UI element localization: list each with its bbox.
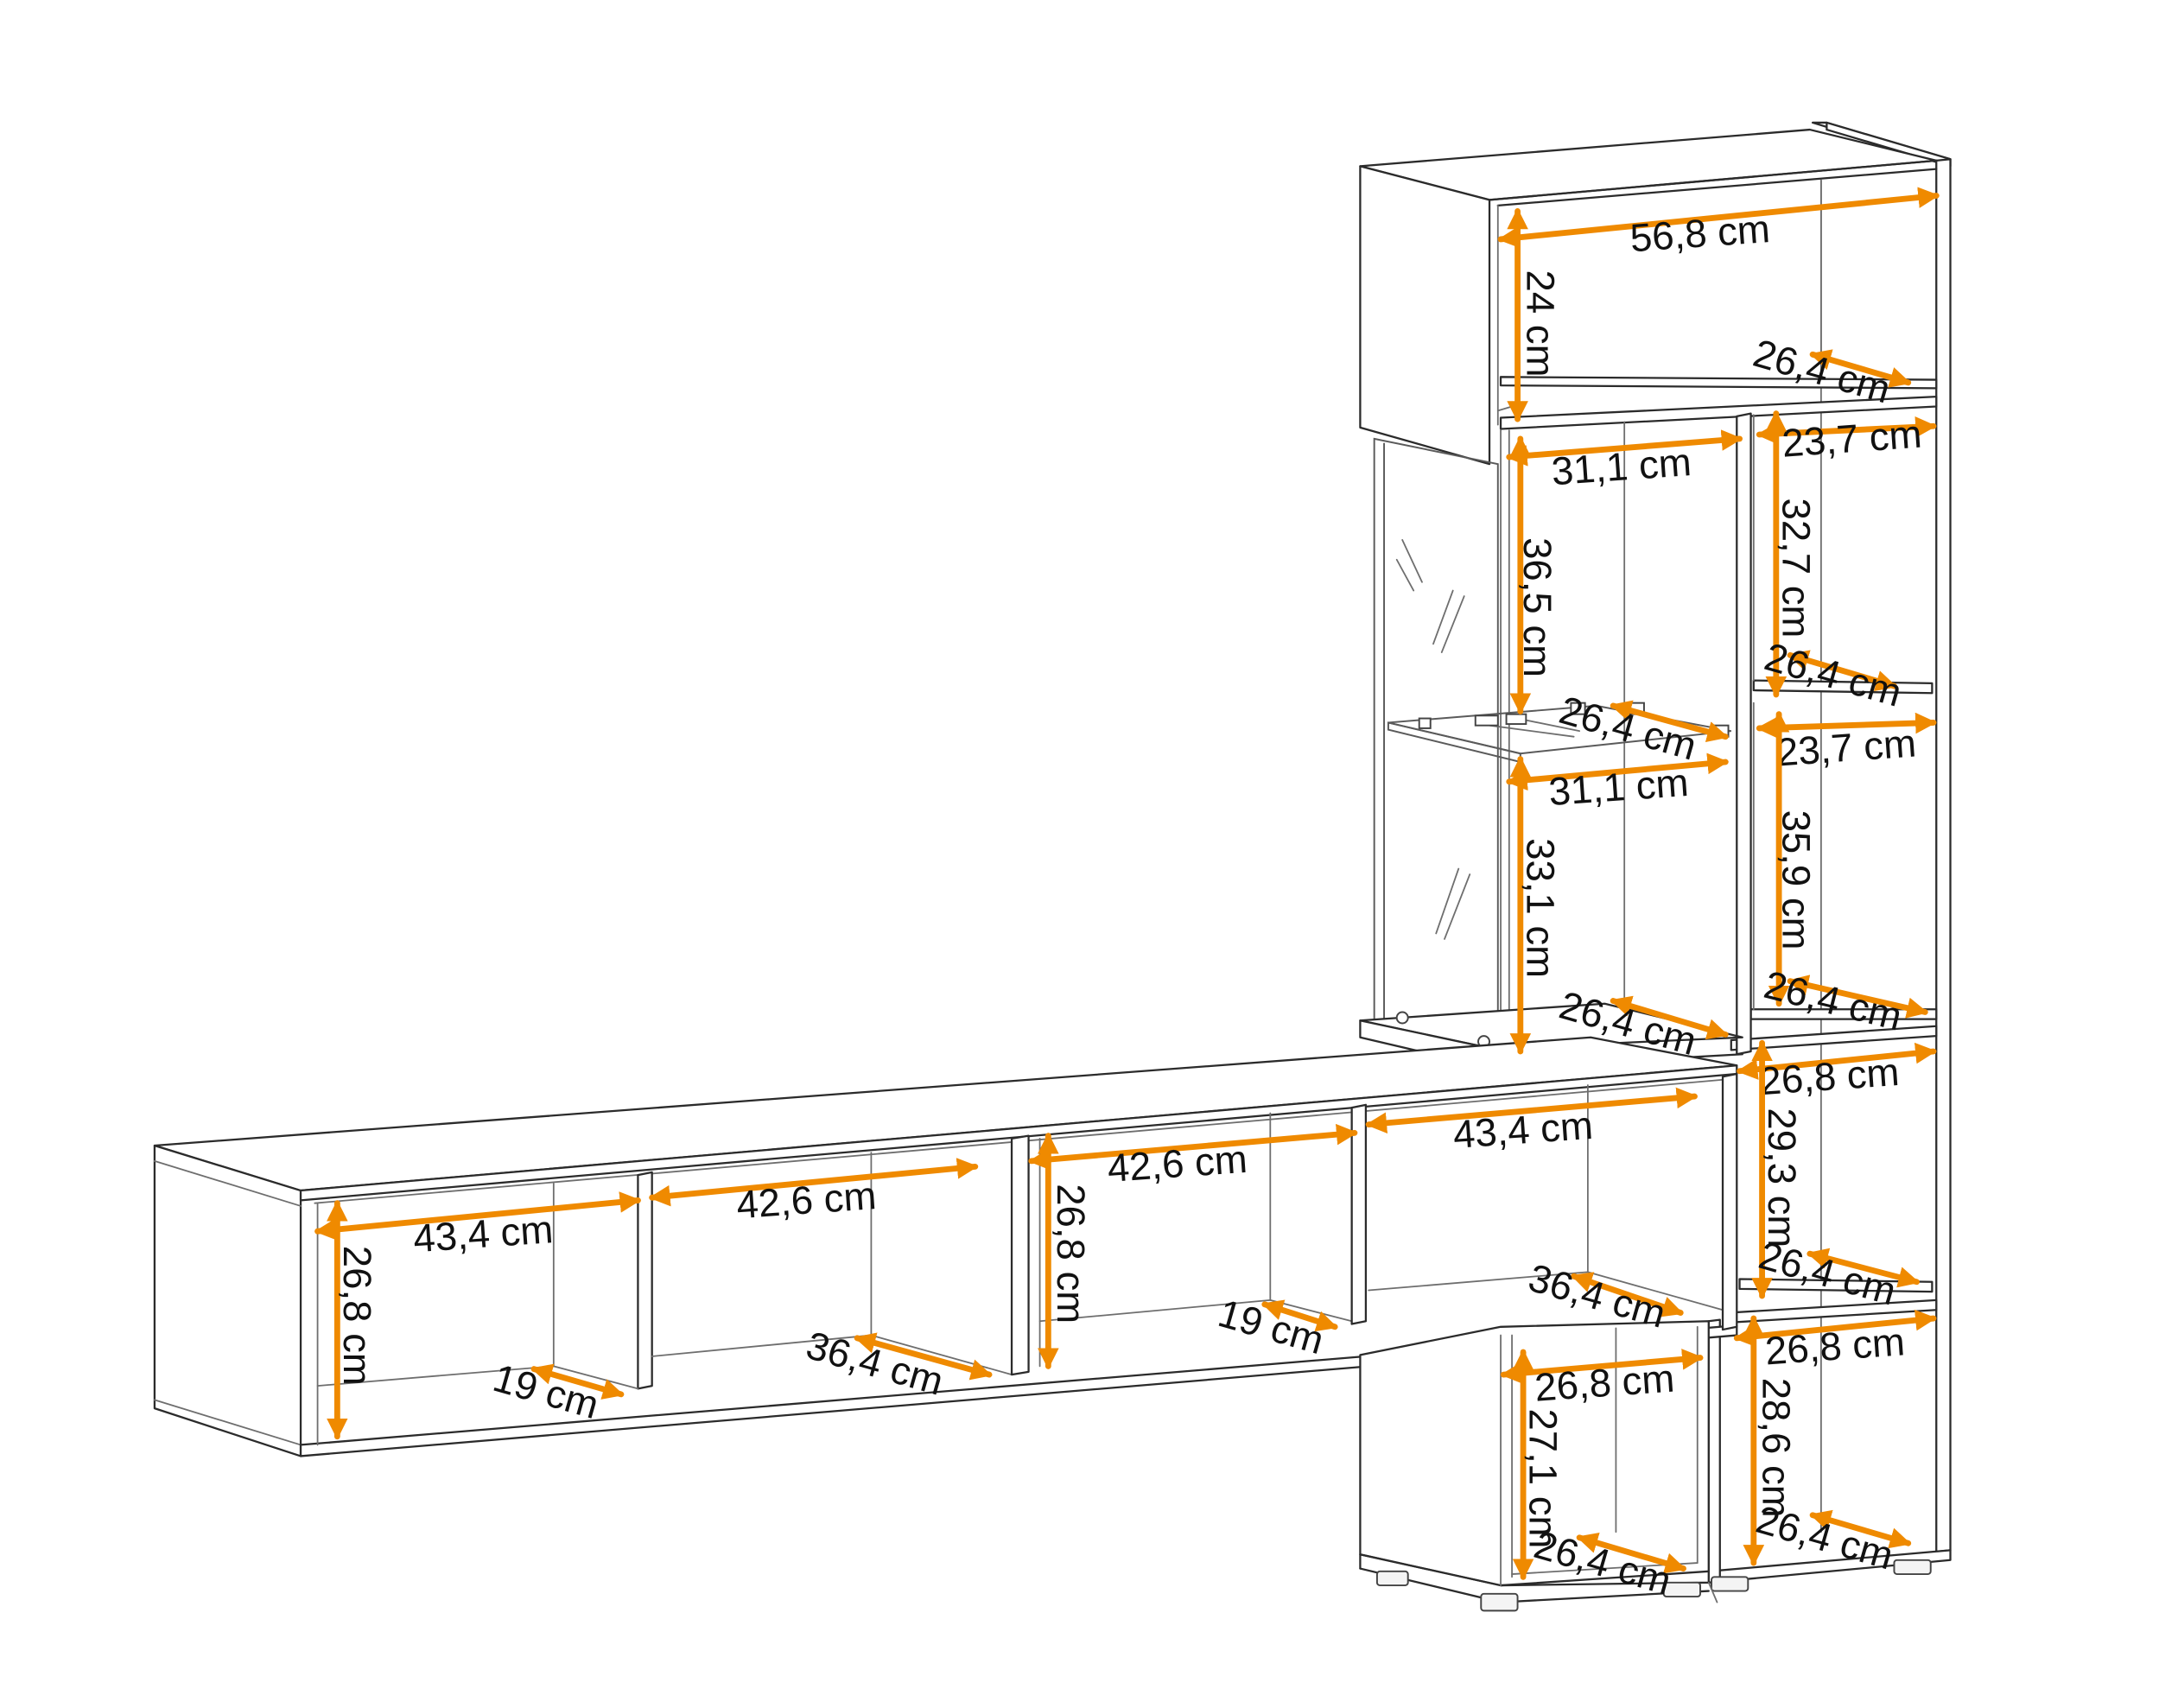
- dimension-label: 42,6 cm: [1106, 1137, 1248, 1191]
- dimension-arrow: [1807, 1248, 1921, 1288]
- dimension-arrow: [649, 1158, 979, 1207]
- dimension-arrow: [1809, 1509, 1912, 1549]
- dimension-glass-top-width: 31,1 cm: [1506, 429, 1743, 493]
- dimension-arrow: [1576, 1532, 1687, 1574]
- dimension-glass-shelf-depth: 26,4 cm: [1555, 688, 1729, 769]
- dimension-label: 31,1 cm: [1547, 760, 1690, 814]
- dimension-arrow: [1500, 1349, 1704, 1384]
- dimension-arrow: [1028, 1123, 1358, 1171]
- dimension-label: 23,7 cm: [1775, 721, 1917, 774]
- dimension-arrow: [314, 1191, 642, 1241]
- dimension-right-mid-width: 23,7 cm: [1756, 712, 1937, 775]
- base-cabinet: [1359, 1320, 1932, 1612]
- dimension-arrow: [1787, 975, 1928, 1019]
- dimension-bench-height-left: 26,8 cm: [327, 1199, 379, 1440]
- dimension-label: 43,4 cm: [1451, 1103, 1594, 1157]
- dimension-right-top-width: 23,7 cm: [1756, 412, 1937, 466]
- dimension-label: 19 cm: [1214, 1291, 1329, 1362]
- dimension-label: 43,4 cm: [412, 1207, 555, 1260]
- dimension-bench-c4-width: 43,4 cm: [1365, 1087, 1699, 1157]
- dimension-top-height: 24 cm: [1507, 207, 1562, 422]
- dimension-right-upper-depth: 26,4 cm: [1760, 634, 1907, 715]
- dimension-label: 23,7 cm: [1781, 412, 1923, 466]
- dimension-label: 26,4 cm: [1749, 331, 1895, 412]
- dimension-label: 31,1 cm: [1550, 440, 1692, 493]
- dimension-arrow: [1506, 752, 1729, 791]
- dimension-label: 26,8 cm: [1763, 1319, 1906, 1373]
- dimension-label: 26,4 cm: [1555, 688, 1702, 769]
- dimension-bench-c2-width: 42,6 cm: [649, 1158, 979, 1227]
- dimension-bench-c1-width: 43,4 cm: [314, 1191, 642, 1260]
- dimension-label: 36,4 cm: [802, 1323, 949, 1404]
- dimension-bench-height-mid: 26,8 cm: [1038, 1132, 1093, 1370]
- dimension-arrow: [1571, 1272, 1684, 1318]
- dimension-label: 26,4 cm: [1760, 634, 1907, 715]
- dimension-label: 26,4 cm: [1760, 962, 1906, 1039]
- dimension-label: 29,3 cm: [1760, 1108, 1804, 1248]
- dimension-label: 26,8 cm: [1049, 1184, 1093, 1324]
- dimension-arrow: [1610, 700, 1729, 743]
- top-box: [1359, 128, 1938, 466]
- dimension-base-width: 26,8 cm: [1500, 1349, 1704, 1410]
- dimension-top-width: 56,8 cm: [1497, 187, 1940, 260]
- dimension-arrow: [1733, 1309, 1937, 1347]
- dimension-arrow: [1506, 429, 1743, 467]
- dimension-glass-lower-height: 33,1 cm: [1509, 756, 1562, 1055]
- dimension-arrow: [1756, 416, 1937, 445]
- dimension-label: 26,8 cm: [335, 1246, 379, 1386]
- dimension-right-mid-height: 35,9 cm: [1768, 710, 1818, 1007]
- dimension-arrow: [1261, 1299, 1338, 1332]
- dimension-right-low-height: 29,3 cm: [1751, 1039, 1804, 1299]
- dimension-right-bottom-width: 26,8 cm: [1733, 1309, 1937, 1373]
- dimension-right-low-depth: 26,4 cm: [1754, 1233, 1921, 1314]
- dimension-base-height: 27,1 cm: [1512, 1349, 1565, 1580]
- dimension-arrow: [1787, 650, 1897, 691]
- dimension-label: 33,1 cm: [1518, 838, 1562, 978]
- dimension-label: 42,6 cm: [735, 1173, 878, 1227]
- dimension-bench-c3-width: 42,6 cm: [1028, 1123, 1358, 1191]
- dimension-arrow: [1365, 1087, 1699, 1134]
- dimension-arrow: [530, 1363, 625, 1400]
- dimension-label: 32,7 cm: [1774, 498, 1818, 638]
- dimension-label: 28,6 cm: [1755, 1378, 1799, 1518]
- dimension-right-mid-depth: 26,4 cm: [1760, 962, 1928, 1039]
- dimension-arrow: [854, 1332, 993, 1381]
- dimension-label: 24 cm: [1518, 270, 1562, 378]
- dimension-right-low-width: 26,8 cm: [1736, 1042, 1937, 1103]
- dimension-top-depth: 26,4 cm: [1749, 331, 1912, 412]
- dimension-glass-mid-width: 31,1 cm: [1506, 752, 1729, 814]
- dimension-label: 26,8 cm: [1758, 1050, 1901, 1103]
- dimension-label: 26,8 cm: [1533, 1356, 1676, 1410]
- dimension-label: 27,1 cm: [1521, 1408, 1565, 1548]
- dimension-right-upper-height: 32,7 cm: [1765, 410, 1818, 698]
- dimension-label: 26,4 cm: [1754, 1233, 1901, 1314]
- dimension-label: 56,8 cm: [1629, 206, 1771, 260]
- dimension-label: 36,5 cm: [1515, 537, 1559, 677]
- dimension-arrow: [1809, 349, 1912, 388]
- dimension-glass-upper-height: 36,5 cm: [1509, 435, 1559, 715]
- dimension-arrow: [1497, 187, 1940, 249]
- dimension-arrow: [1610, 995, 1729, 1040]
- dimension-label: 35,9 cm: [1774, 810, 1818, 950]
- dimension-right-bottom-height: 28,6 cm: [1743, 1315, 1799, 1566]
